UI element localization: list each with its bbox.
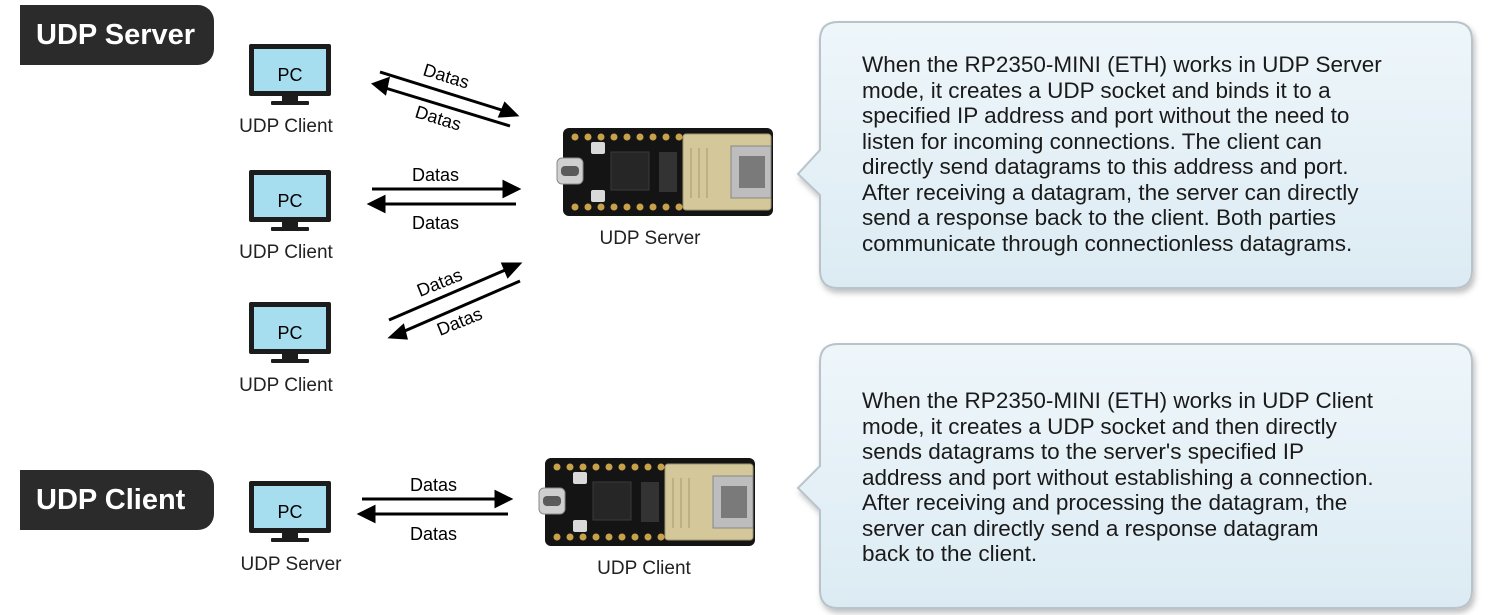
pc-screen-text: PC [277, 502, 302, 522]
arrow-label-lower: Datas [413, 102, 464, 135]
server-description-text: When the RP2350-MINI (ETH) works in UDP … [862, 52, 1382, 256]
rp2350-board-client [538, 457, 756, 547]
pc-screen-text: PC [277, 65, 302, 85]
client-description-bubble [796, 343, 1473, 609]
board-label-server: UDP Server [599, 228, 701, 249]
arrow-label-upper: Datas [410, 475, 457, 495]
arrow-label-lower: Datas [412, 213, 459, 233]
arrow-label-lower: Datas [434, 304, 485, 340]
pc-label: UDP Client [239, 375, 333, 396]
server-description-bubble [796, 21, 1473, 289]
pc-label: UDP Server [240, 554, 342, 575]
pc-screen-text: PC [277, 323, 302, 343]
client-description-text: When the RP2350-MINI (ETH) works in UDP … [862, 388, 1374, 566]
pc-label: UDP Client [239, 242, 333, 263]
datas-arrows-diagonal-up [387, 262, 523, 340]
rp2350-board-server [556, 127, 774, 217]
pc-screen-text: PC [277, 191, 302, 211]
udp-client-badge: UDP Client [20, 470, 214, 530]
arrow-label-upper: Datas [412, 165, 459, 185]
arrow-label-upper: Datas [414, 265, 465, 301]
udp-server-badge: UDP Server [20, 5, 214, 65]
datas-arrows-client [356, 489, 514, 524]
datas-arrows-diagonal-down [370, 70, 520, 128]
datas-arrows-horizontal [366, 179, 522, 214]
board-label-client: UDP Client [597, 558, 691, 579]
arrow-label-lower: Datas [410, 524, 457, 544]
pc-label: UDP Client [239, 116, 333, 137]
